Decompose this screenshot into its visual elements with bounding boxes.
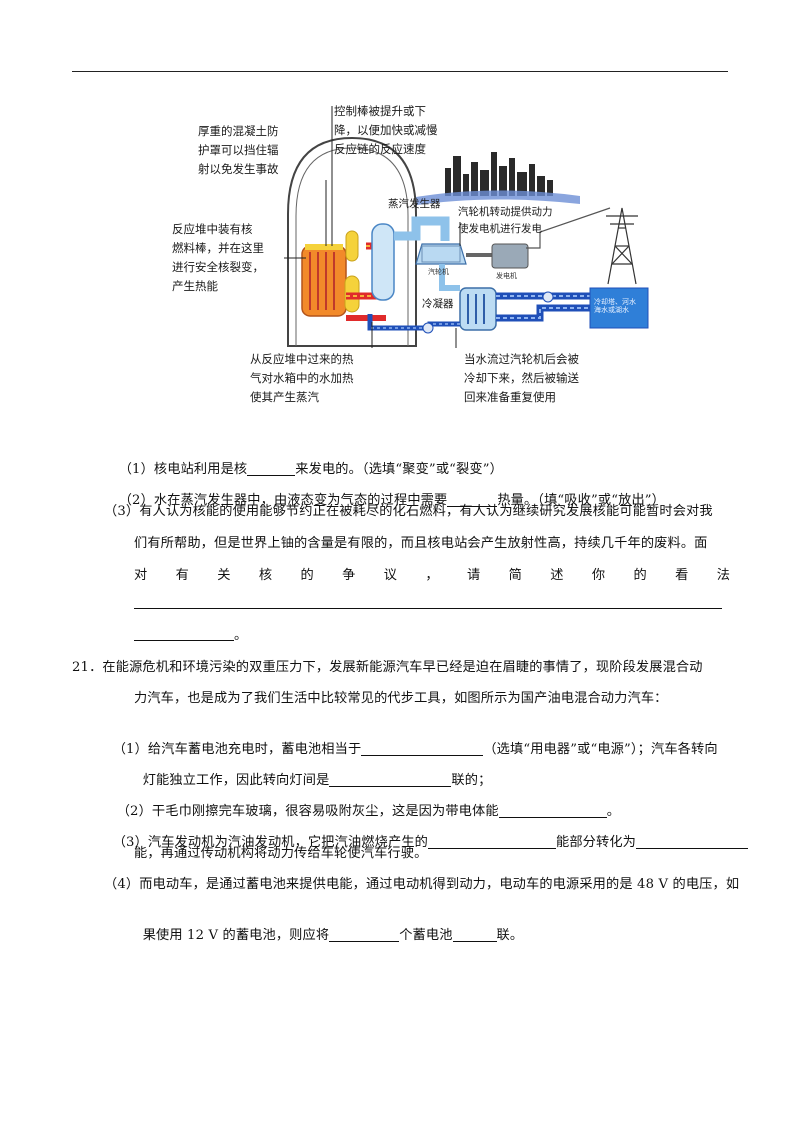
reactor-vessel: [301, 245, 347, 317]
q21-part1-line1: （1）给汽车蓄电池充电时，蓄电池相当于 （选填“用电器”或“电源”）；汽车各转向: [104, 720, 718, 760]
q21-intro-line2: 力汽车，也是成为了我们生活中比较常见的代步工具，如图所示为国产油电混合动力汽车：: [134, 691, 668, 706]
answer-blank[interactable]: [361, 741, 484, 756]
heat-water-label: 从反应堆中过来的热 气对水箱中的水加热 使其产生蒸汽: [250, 352, 354, 404]
q21-part4-b: 果使用 12 V 的蓄电池，则应将: [142, 928, 330, 943]
char: 简: [508, 568, 522, 583]
top-rule: [72, 71, 728, 72]
turbine: [415, 243, 467, 265]
shield-label: 厚重的混凝土防 护罩可以挡住辐 射以免发生事故: [198, 124, 279, 176]
steam-generator-label: 蒸汽发生器: [388, 198, 441, 210]
generator-small-label: 发电机: [496, 272, 517, 280]
generator: [491, 243, 529, 269]
answer-blank[interactable]: [329, 927, 400, 942]
cooling-pool: [589, 287, 649, 329]
q21-part2-b: 。: [606, 804, 621, 819]
char: 关: [217, 568, 231, 583]
char: 核: [258, 568, 273, 583]
q21-part3-line1: （3）汽车发动机为汽油发动机，它把汽油燃烧产生的 能部分转化为: [104, 813, 749, 853]
diagram-graphic: [284, 106, 649, 348]
q21-part4-d: 联。: [496, 928, 524, 943]
city-skyline: [445, 152, 553, 196]
turbine-label: 汽轮机转动提供动力 使发电机进行发电: [458, 206, 553, 235]
control-rods-label: 控制棒被提升或下 降，以便加快或减慢 反应链的反应速度: [334, 104, 438, 156]
q21-part1-d: 联的；: [451, 773, 492, 788]
q21-intro-line1: 21．在能源危机和环境污染的双重压力下，发展新能源汽车早已经是迫在眉睫的事情了，…: [72, 660, 703, 675]
q20-part3-line2: 们有所帮助，但是世界上铀的含量是有限的，而且核电站会产生放射性高，持续几千年的废…: [134, 536, 708, 551]
q20-part2-suffix: 热量。（填“吸收”或“放出”）: [497, 493, 666, 508]
answer-blank[interactable]: [452, 927, 497, 942]
answer-blank[interactable]: [247, 461, 296, 476]
q21-part3-a: （3）汽车发动机为汽油发动机，它把汽油燃烧产生的: [112, 835, 428, 850]
char: 请: [467, 568, 481, 583]
answer-blank[interactable]: [329, 772, 452, 787]
answer-blank[interactable]: [447, 492, 498, 507]
cooling-source-label: 冷却塔、河水 海水或湖水: [594, 298, 636, 314]
char: 的: [633, 568, 647, 583]
q21-part3-b: 能部分转化为: [556, 835, 637, 850]
q20-part1-prefix: （1）核电站利用是核: [118, 462, 248, 477]
q21-part3-line2: 能，再通过传动机构将动力传给车轮使汽车行驶。: [134, 846, 428, 861]
q21-part1-line2: 灯能独立工作，因此转向灯间是 联的；: [134, 751, 492, 791]
condenser-label: 冷凝器: [422, 298, 454, 310]
turbine-small-label: 汽轮机: [428, 268, 449, 276]
q21-part2-a: （2）干毛巾刚擦完车玻璃，很容易吸附灰尘，这是因为带电体能: [116, 804, 499, 819]
q20-part2-prefix: （2）水在蒸汽发生器中，由液态变为气态的过程中需要: [118, 493, 448, 508]
q20-part3-line3: 对 有 关 核 的 争 议 ， 请 简 述 你 的 看 法: [134, 566, 730, 586]
cooled-water-label: 当水流过汽轮机后会被 冷却下来，然后被输送 回来准备重复使用: [464, 352, 579, 404]
char: 对: [134, 568, 148, 583]
nuclear-plant-diagram: 厚重的混凝土防 护罩可以挡住辐 射以免发生事故 控制棒被提升或下 降，以便加快或…: [160, 96, 660, 416]
q20-part2: （2）水在蒸汽发生器中，由液态变为气态的过程中需要 热量。（填“吸收”或“放出”）: [110, 471, 665, 511]
q20-part1: （1）核电站利用是核 来发电的。（选填“聚变”或“裂变”）: [110, 440, 503, 480]
char: 议: [383, 568, 397, 583]
q21-part4-c: 个蓄电池: [399, 928, 453, 943]
steam-generator: [371, 223, 395, 301]
answer-blank[interactable]: [636, 834, 749, 849]
char: 有: [175, 568, 189, 583]
q20-part1-suffix: 来发电的。（选填“聚变”或“裂变”）: [295, 462, 503, 477]
char: 看: [675, 568, 689, 583]
char: 述: [550, 568, 564, 583]
char: 你: [591, 568, 606, 583]
char: ，: [425, 568, 439, 583]
q21-part4-line1: （4）而电动车，是通过蓄电池来提供电能，通过电动机得到动力，电动车的电源采用的是…: [104, 877, 740, 892]
char: 的: [300, 568, 314, 583]
q21-part1-c: 灯能独立工作，因此转向灯间是: [142, 773, 330, 788]
q21-part4-line2: 果使用 12 V 的蓄电池，则应将 个蓄电池 联。: [134, 906, 523, 946]
q21-part1-b: （选填“用电器”或“电源”）；汽车各转向: [483, 742, 718, 757]
answer-blank[interactable]: [498, 803, 607, 818]
condenser: [459, 287, 497, 331]
char: 争: [342, 568, 356, 583]
answer-blank[interactable]: [428, 834, 556, 849]
answer-line[interactable]: [134, 608, 722, 609]
char: 法: [716, 568, 730, 583]
reactor-core-label: 反应堆中装有核 燃料棒，并在这里 进行安全核裂变， 产生热能: [172, 222, 264, 293]
q21-part2: （2）干毛巾刚擦完车玻璃，很容易吸附灰尘，这是因为带电体能 。: [108, 782, 620, 822]
q20-part3-line1: （3）有人认为核能的使用能够节约正在被耗尽的化石燃料，有人认为继续研究发展核能可…: [104, 504, 713, 519]
answer-line[interactable]: [134, 640, 234, 641]
transmission-tower: [606, 207, 638, 285]
q21-part1-a: （1）给汽车蓄电池充电时，蓄电池相当于: [112, 742, 362, 757]
q20-part3-end: 。: [234, 628, 248, 643]
